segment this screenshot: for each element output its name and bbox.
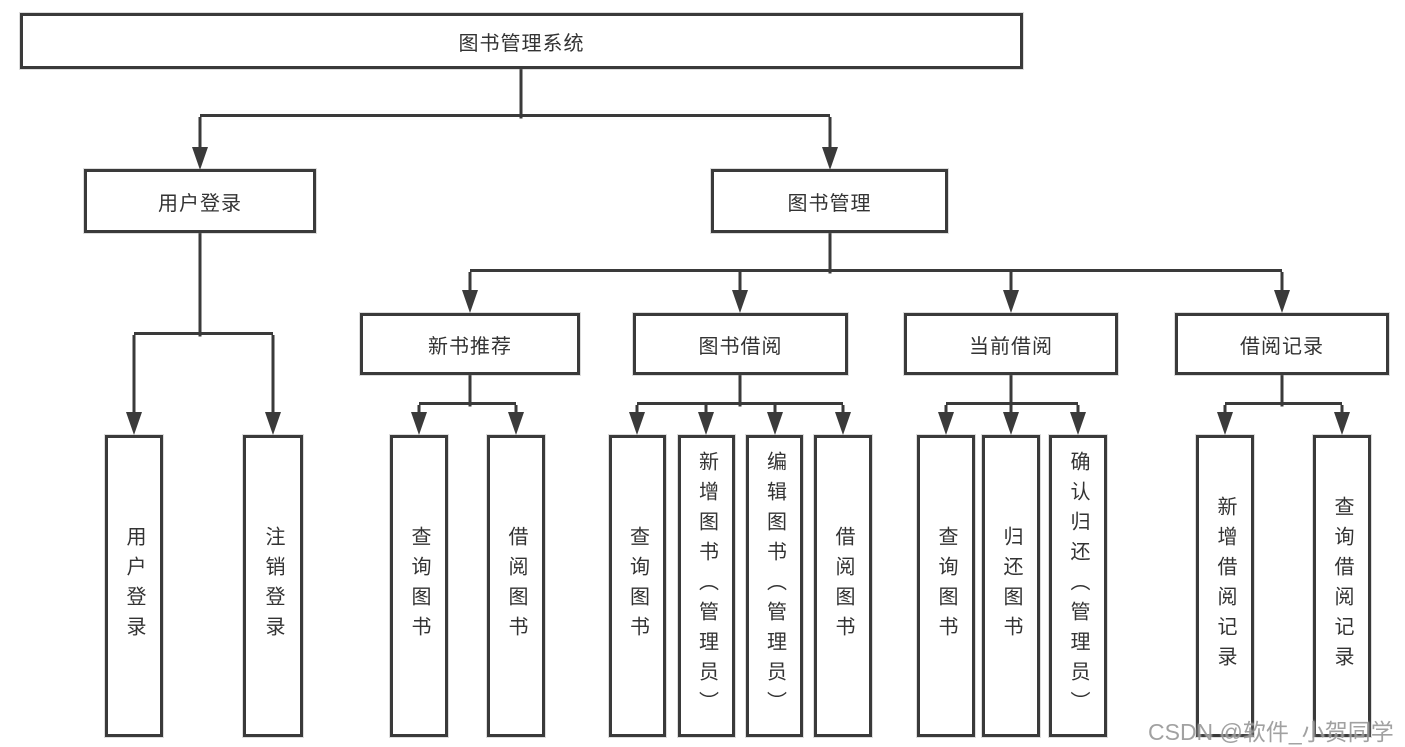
node-label: 借阅记录 [1240, 335, 1324, 358]
leaf-add-borrow-record: 新增借阅记录 [1196, 435, 1254, 737]
connector-rails [134, 69, 1342, 407]
node-user-login: 用户登录 [84, 169, 316, 233]
arrowhead [732, 290, 748, 313]
arrowhead [265, 412, 281, 435]
watermark: CSDN @软件_小贺同学 [1148, 719, 1394, 745]
leaf-confirm-return-admin: 确认归还（管理员） [1049, 435, 1107, 737]
node-label: 图书管理系统 [458, 32, 585, 55]
leaf-label: 查询图书 [626, 526, 649, 646]
leaf-query-books-borrow: 查询图书 [609, 435, 666, 737]
leaf-label: 归还图书 [1000, 526, 1022, 646]
arrowhead [1003, 412, 1019, 435]
arrowhead [1334, 412, 1350, 435]
arrowhead [126, 412, 142, 435]
node-label: 新书推荐 [428, 335, 512, 358]
arrowhead [1003, 290, 1019, 313]
arrowheads [126, 147, 1350, 435]
arrowhead [938, 412, 954, 435]
leaf-label: 注销登录 [262, 526, 284, 646]
leaf-logout: 注销登录 [243, 435, 303, 737]
arrowhead [1217, 412, 1233, 435]
arrowhead [192, 147, 208, 170]
node-label: 图书借阅 [698, 335, 783, 358]
leaf-label: 借阅图书 [505, 526, 527, 646]
arrowhead [462, 290, 478, 313]
arrowhead [1070, 412, 1086, 435]
arrowhead [508, 412, 524, 435]
node-label: 图书管理 [787, 192, 872, 215]
leaf-label: 查询图书 [935, 526, 957, 646]
node-library-management-system: 图书管理系统 [20, 13, 1023, 69]
leaf-return-book: 归还图书 [982, 435, 1040, 737]
node-current-borrowing: 当前借阅 [904, 313, 1118, 375]
leaf-query-borrow-record: 查询借阅记录 [1313, 435, 1371, 737]
leaf-borrow-books: 借阅图书 [814, 435, 872, 737]
leaf-label: 确认归还（管理员） [1067, 451, 1089, 721]
node-borrowing-records: 借阅记录 [1175, 313, 1389, 375]
leaf-user-login: 用户登录 [105, 435, 163, 737]
leaf-label: 新增图书（管理员） [695, 451, 718, 721]
leaf-label: 借阅图书 [832, 526, 854, 646]
arrowhead [1274, 290, 1290, 313]
node-label: 用户登录 [158, 192, 242, 215]
arrowhead [835, 412, 851, 435]
node-label: 当前借阅 [969, 335, 1053, 358]
leaf-label: 编辑图书（管理员） [763, 451, 786, 721]
arrowhead [822, 147, 838, 170]
node-new-book-recommendation: 新书推荐 [360, 313, 580, 375]
leaf-borrow-books-recommend: 借阅图书 [487, 435, 545, 737]
leaf-add-book-admin: 新增图书（管理员） [678, 435, 735, 737]
arrowhead [767, 412, 783, 435]
arrowhead [411, 412, 427, 435]
node-book-borrowing: 图书借阅 [633, 313, 848, 375]
node-book-management: 图书管理 [711, 169, 948, 233]
leaf-label: 用户登录 [123, 526, 145, 646]
leaf-query-books-recommend: 查询图书 [390, 435, 448, 737]
arrowhead [698, 412, 714, 435]
leaf-label: 查询图书 [408, 526, 430, 646]
leaf-label: 新增借阅记录 [1214, 496, 1236, 676]
connector-stems [132, 117, 1344, 415]
leaf-label: 查询借阅记录 [1331, 496, 1353, 676]
leaf-query-books-current: 查询图书 [917, 435, 975, 737]
arrowhead [629, 412, 645, 435]
leaf-edit-book-admin: 编辑图书（管理员） [746, 435, 803, 737]
